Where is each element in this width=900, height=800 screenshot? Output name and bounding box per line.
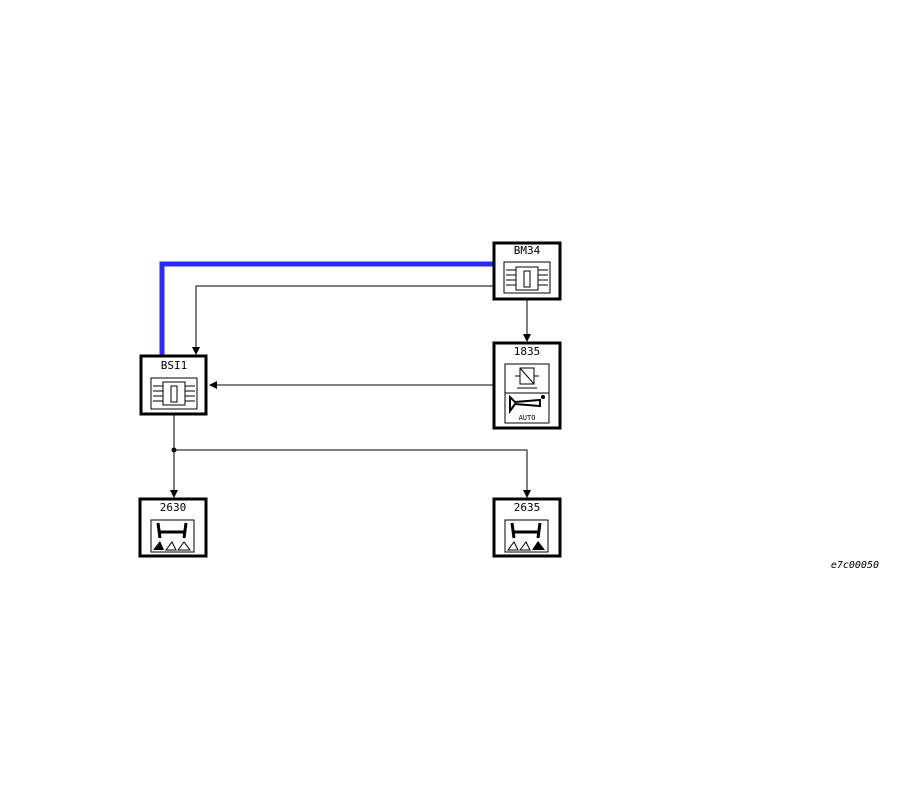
- node-label: BSI1: [161, 359, 188, 372]
- ecu-icon: [503, 261, 551, 294]
- ecu-icon: [150, 377, 198, 410]
- node-label: 2630: [160, 501, 187, 514]
- headlamp-icon: [504, 519, 549, 553]
- node-1835[interactable]: 1835 AUTO: [492, 341, 562, 430]
- horn-icon: AUTO: [509, 394, 545, 422]
- node-2635[interactable]: 2635: [492, 497, 562, 558]
- wire-bm34-to-bsi1: [192, 285, 493, 355]
- can-bus-line: [159, 261, 493, 356]
- auto-label: AUTO: [519, 414, 536, 422]
- relay-icon: [515, 367, 539, 389]
- node-2630[interactable]: 2630: [138, 497, 208, 558]
- node-label: 1835: [514, 345, 541, 358]
- node-label: BM34: [514, 244, 541, 257]
- node-bm34[interactable]: BM34: [492, 241, 562, 301]
- node-bsi1[interactable]: BSI1: [139, 354, 208, 416]
- junction-dot: [171, 447, 177, 453]
- node-label: 2635: [514, 501, 541, 514]
- headlamp-icon: [150, 519, 195, 553]
- diagram-reference: e7c00050: [831, 560, 879, 571]
- wire-bsi1-to-2635: [174, 449, 531, 498]
